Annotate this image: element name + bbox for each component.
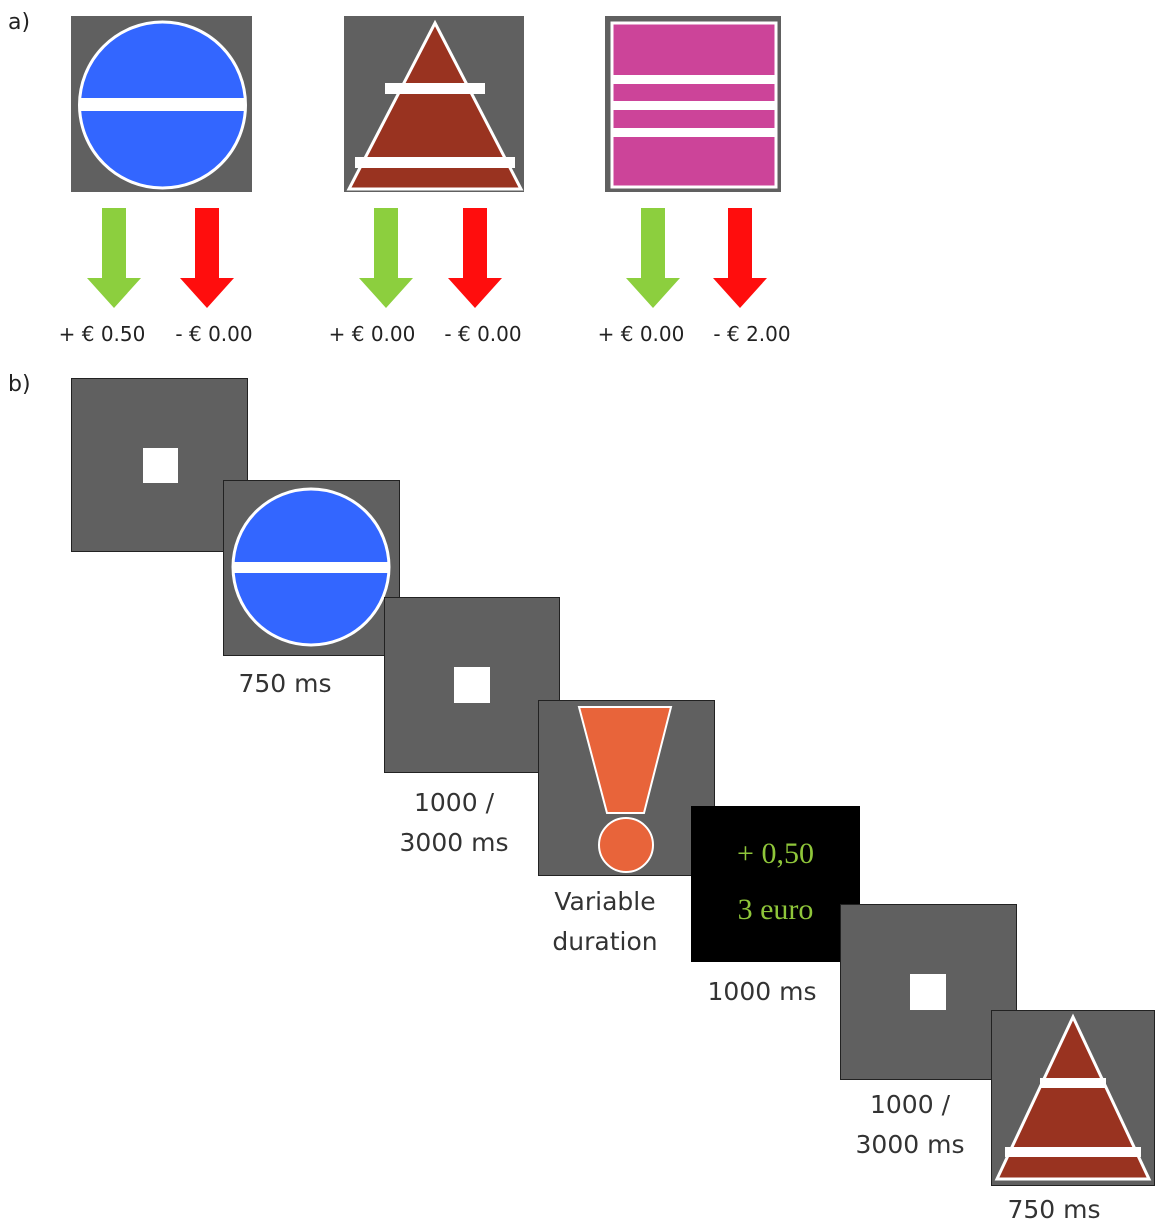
reward-amount-triangle: + € 0.00 (328, 322, 416, 346)
fixation-screen-3 (840, 904, 1017, 1080)
punishment-amount-circle: - € 0.00 (175, 322, 253, 346)
feedback-total: 3 euro (737, 893, 814, 926)
fixation-square (143, 448, 178, 483)
panel-b-label: b) (8, 372, 31, 397)
duration-label-fixation-2: 1000 / 3000 ms (855, 1090, 965, 1159)
cue-square-stripe-3 (612, 128, 776, 137)
fixation-screen-2 (384, 597, 560, 773)
reward-amount-square: + € 0.00 (597, 322, 685, 346)
cue-circle-stripe (79, 98, 246, 111)
panel-a-label: a) (8, 10, 31, 35)
red-arrow-down-icon (180, 208, 234, 308)
feedback-screen: + 0,50 3 euro (691, 806, 860, 962)
red-arrow-down-icon (713, 208, 767, 308)
cue-triangle-shape (346, 19, 524, 191)
feedback-amount: + 0,50 (737, 837, 814, 870)
cue-square-stripe-2 (612, 101, 776, 110)
red-arrow-down-icon (448, 208, 502, 308)
cue-square-stripe-1 (612, 75, 776, 84)
green-arrow-down-icon (359, 208, 413, 308)
punishment-amount-square: - € 2.00 (713, 322, 791, 346)
duration-label-feedback: 1000 ms (707, 977, 817, 1006)
duration-label-cue-2: 750 ms (1007, 1195, 1101, 1224)
green-arrow-down-icon (87, 208, 141, 308)
cue-screen-triangle (991, 1010, 1155, 1186)
fixation-square (910, 974, 946, 1010)
reward-amount-circle: + € 0.50 (58, 322, 146, 346)
duration-label-target: Variable duration (552, 887, 658, 956)
punishment-amount-triangle: - € 0.00 (444, 322, 522, 346)
duration-label-fixation-1: 1000 / 3000 ms (399, 788, 509, 857)
fixation-square (454, 667, 490, 703)
cue-triangle-stripe-top (385, 83, 485, 94)
cue-triangle-stripe-bottom (355, 157, 515, 168)
green-arrow-down-icon (626, 208, 680, 308)
exclamation-icon (577, 706, 673, 814)
duration-label-cue: 750 ms (238, 669, 332, 698)
cue-triangle-box (344, 16, 524, 192)
target-screen (538, 700, 715, 876)
cue-circle-box (71, 16, 252, 192)
cue-square-box (605, 16, 781, 192)
fixation-screen-1 (71, 378, 248, 552)
cue-screen-circle (223, 480, 400, 656)
